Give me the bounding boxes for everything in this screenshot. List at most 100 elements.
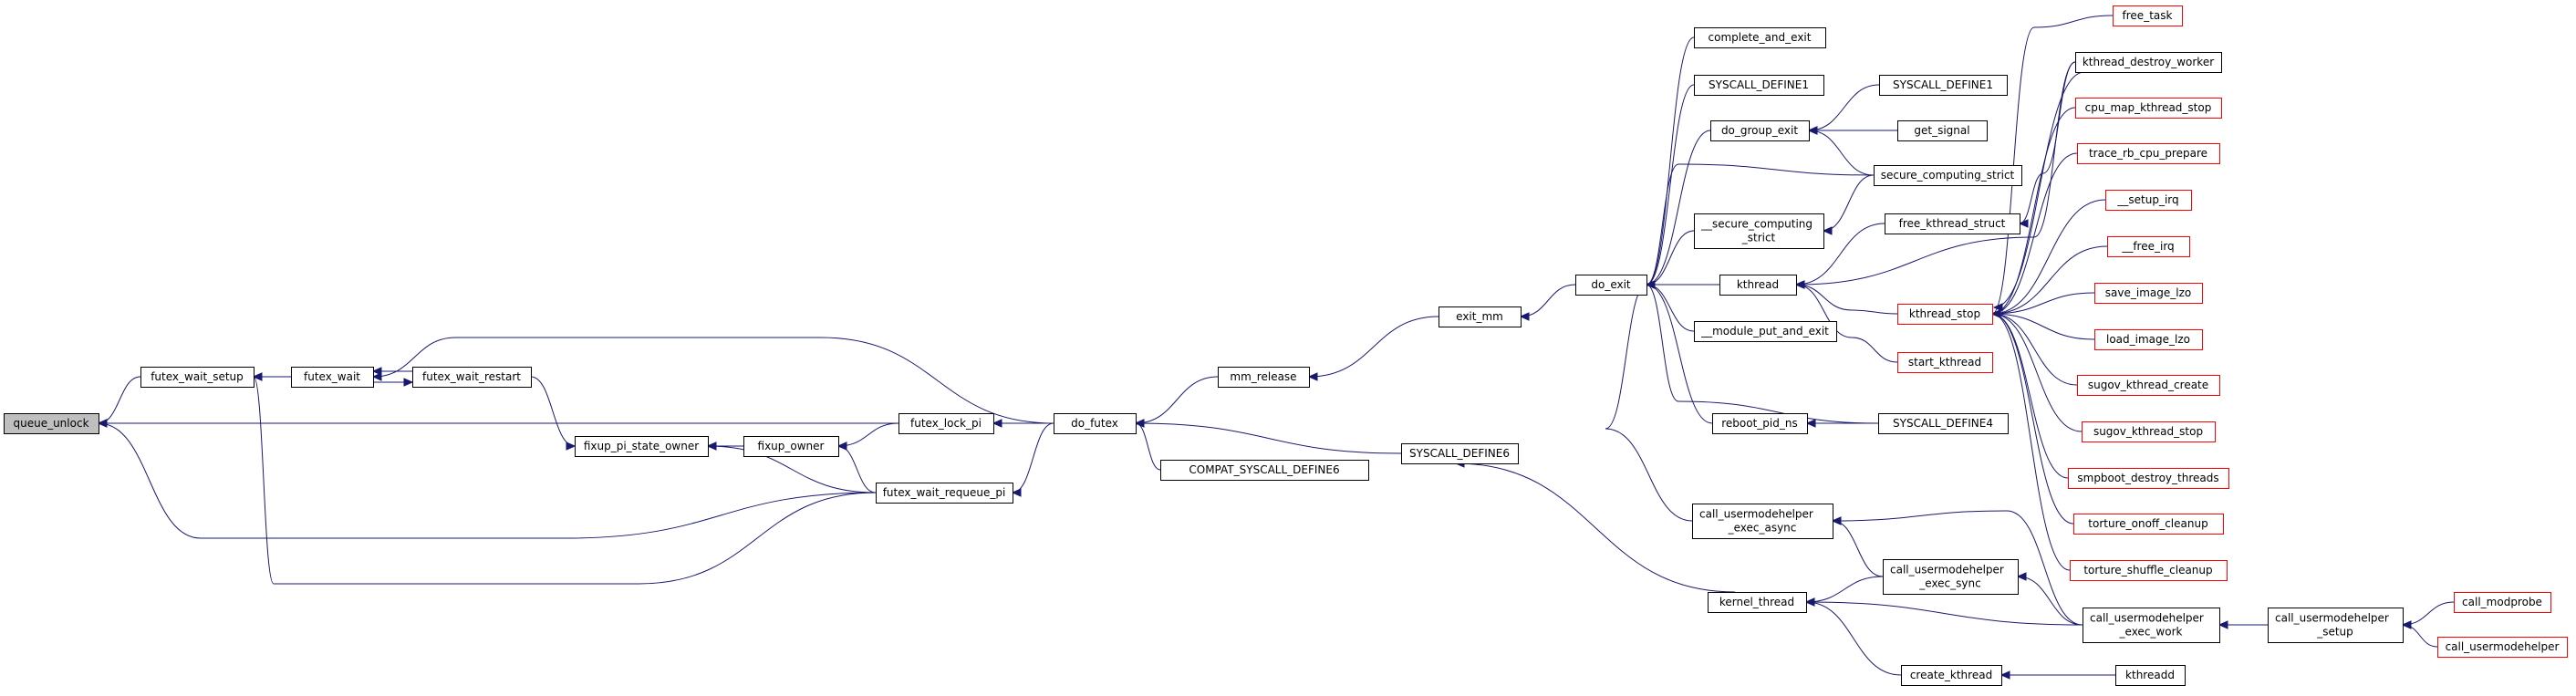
node-kthread-destroy-worker[interactable]: kthread_destroy_worker xyxy=(2075,52,2222,73)
node-fixup-pi-state-owner[interactable]: fixup_pi_state_owner xyxy=(575,436,709,457)
node-syscall-define6[interactable]: SYSCALL_DEFINE6 xyxy=(1401,443,1519,464)
edge-smpboot_destroy_threads-to-kthread_stop xyxy=(1990,309,2069,479)
edge-secure_computing_strict-to-__secure_computing_strict xyxy=(1822,174,1875,235)
node-label: _setup xyxy=(2316,626,2353,639)
node-complete-and-exit[interactable]: complete_and_exit xyxy=(1694,27,1826,48)
edge-line xyxy=(253,376,877,585)
node-label: _strict xyxy=(1741,232,1776,244)
node-setup-irq[interactable]: __setup_irq xyxy=(2105,190,2192,211)
node-label: SYSCALL_DEFINE4 xyxy=(1893,417,1993,430)
edge-arrowhead xyxy=(97,419,108,428)
edge-line xyxy=(1520,284,1576,317)
node-syscall-define1-a[interactable]: SYSCALL_DEFINE1 xyxy=(1694,75,1824,96)
node-save-image-lzo[interactable]: save_image_lzo xyxy=(2094,283,2203,304)
edge-line xyxy=(1823,174,1875,232)
node-call-usermodehelper-exec-async[interactable]: call_usermodehelper_exec_async xyxy=(1692,504,1833,539)
node-sugov-kthread-create[interactable]: sugov_kthread_create xyxy=(2077,375,2220,396)
node-smpboot-destroy-threads[interactable]: smpboot_destroy_threads xyxy=(2068,468,2229,489)
node-mm-release[interactable]: mm_release xyxy=(1218,367,1310,388)
node-label: smpboot_destroy_threads xyxy=(2077,472,2218,484)
node-box xyxy=(1883,559,2019,595)
node-box xyxy=(1218,367,1310,388)
node-futex-wait[interactable]: futex_wait xyxy=(291,367,374,388)
edge-line xyxy=(1991,292,2095,315)
node-call-usermodehelper[interactable]: call_usermodehelper xyxy=(2437,637,2568,658)
node-compat-syscall-define6[interactable]: COMPAT_SYSCALL_DEFINE6 xyxy=(1160,460,1369,481)
edge-line xyxy=(2019,61,2076,224)
edge-kthreadd-to-create_kthread xyxy=(2000,670,2116,680)
node-futex-wait-setup[interactable]: futex_wait_setup xyxy=(140,367,254,388)
node-call-usermodehelper-setup[interactable]: call_usermodehelper_setup xyxy=(2268,608,2404,643)
edge-syscall_define4-to-do_exit xyxy=(1645,280,1879,424)
node-cpu-map-kthread-stop[interactable]: cpu_map_kthread_stop xyxy=(2075,98,2222,119)
edge-line xyxy=(2402,624,2438,648)
edge-arrowhead xyxy=(566,441,576,451)
node-kthread-stop[interactable]: kthread_stop xyxy=(1897,304,1993,325)
node-label: torture_onoff_cleanup xyxy=(2088,517,2207,530)
edge-exit_mm-to-mm_release xyxy=(1307,316,1439,381)
edge-futex_lock_pi-to-fixup_owner xyxy=(836,422,899,451)
node-fixup-owner[interactable]: fixup_owner xyxy=(743,436,839,457)
node-secure-computing-strict[interactable]: __secure_computing_strict xyxy=(1694,213,1824,249)
node-kernel-thread[interactable]: kernel_thread xyxy=(1708,592,1807,613)
node-torture-onoff-cleanup[interactable]: torture_onoff_cleanup xyxy=(2073,514,2224,535)
node-label: futex_wait_restart xyxy=(422,370,521,383)
node-load-image-lzo[interactable]: load_image_lzo xyxy=(2094,329,2203,350)
node-label: call_usermodehelper xyxy=(1699,508,1813,521)
edge-__free_irq-to-kthread_stop xyxy=(1990,245,2108,318)
edges-layer xyxy=(97,15,2455,680)
node-start-kthread[interactable]: start_kthread xyxy=(1897,352,1993,373)
node-kthread[interactable]: kthread xyxy=(1719,275,1797,296)
node-call-usermodehelper-exec-sync[interactable]: call_usermodehelper_exec_sync xyxy=(1883,559,2019,595)
node-box xyxy=(2077,375,2220,396)
node-label: kernel_thread xyxy=(1719,596,1794,608)
node-queue-unlock[interactable]: queue_unlock xyxy=(4,413,99,434)
node-label: create_kthread xyxy=(1910,669,1992,681)
node-label: __secure_computing xyxy=(1700,218,1813,231)
edge-call_usermodehelper_exec_sync-to-call_usermodehelper_exec_async xyxy=(1831,516,1884,577)
node-box xyxy=(2437,637,2568,658)
node-reboot-pid-ns[interactable]: reboot_pid_ns xyxy=(1712,413,1808,434)
node-free-kthread-struct[interactable]: free_kthread_struct xyxy=(1885,213,2020,234)
node-syscall-define4[interactable]: SYSCALL_DEFINE4 xyxy=(1878,413,2009,434)
node-kthreadd[interactable]: kthreadd xyxy=(2115,665,2186,686)
edge-line xyxy=(1991,313,2069,479)
node-free-task[interactable]: free_task xyxy=(2113,5,2183,26)
node-create-kthread[interactable]: create_kthread xyxy=(1901,665,2002,686)
node-trace-rb-cpu-prepare[interactable]: trace_rb_cpu_prepare xyxy=(2077,143,2220,164)
edge-arrowhead xyxy=(2016,572,2027,581)
edge-line xyxy=(1832,520,1884,577)
node-do-exit[interactable]: do_exit xyxy=(1575,275,1647,296)
node-label: SYSCALL_DEFINE1 xyxy=(1893,78,1993,91)
node-torture-shuffle-cleanup[interactable]: torture_shuffle_cleanup xyxy=(2070,560,2228,581)
node-label: sugov_kthread_stop xyxy=(2093,425,2203,438)
node-module-put-and-exit[interactable]: __module_put_and_exit xyxy=(1694,321,1837,342)
node-box xyxy=(140,367,254,388)
node-box xyxy=(2083,608,2220,643)
node-call-usermodehelper-exec-work[interactable]: call_usermodehelper_exec_work xyxy=(2083,608,2220,643)
edge-line xyxy=(1455,462,1736,593)
node-get-signal[interactable]: get_signal xyxy=(1897,120,1988,141)
edge-futex_wait-to-futex_wait_restart xyxy=(373,378,414,387)
node-label: SYSCALL_DEFINE1 xyxy=(1709,78,1809,91)
node-futex-wait-restart[interactable]: futex_wait_restart xyxy=(412,367,532,388)
node-do-group-exit[interactable]: do_group_exit xyxy=(1710,120,1810,141)
node-futex-wait-requeue-pi[interactable]: futex_wait_requeue_pi xyxy=(876,483,1013,504)
edge-line xyxy=(1805,576,1884,603)
node-label: call_modprobe xyxy=(2462,596,2542,608)
edge-line xyxy=(1991,15,2114,315)
node-call-modprobe[interactable]: call_modprobe xyxy=(2454,592,2551,613)
node-syscall-define1-b[interactable]: SYSCALL_DEFINE1 xyxy=(1879,75,2008,96)
edge-line xyxy=(1135,422,1161,471)
node-label: get_signal xyxy=(1914,124,1969,137)
node-secure-computing-strict[interactable]: secure_computing_strict xyxy=(1874,165,2022,186)
edge-arrowhead xyxy=(371,367,382,376)
node-futex-lock-pi[interactable]: futex_lock_pi xyxy=(898,413,994,434)
node-exit-mm[interactable]: exit_mm xyxy=(1439,306,1522,327)
node-sugov-kthread-stop[interactable]: sugov_kthread_stop xyxy=(2082,421,2216,442)
node-free-irq[interactable]: __free_irq xyxy=(2107,236,2190,257)
node-box xyxy=(1897,120,1988,141)
node-do-futex[interactable]: do_futex xyxy=(1054,413,1137,434)
node-box xyxy=(1401,443,1519,464)
